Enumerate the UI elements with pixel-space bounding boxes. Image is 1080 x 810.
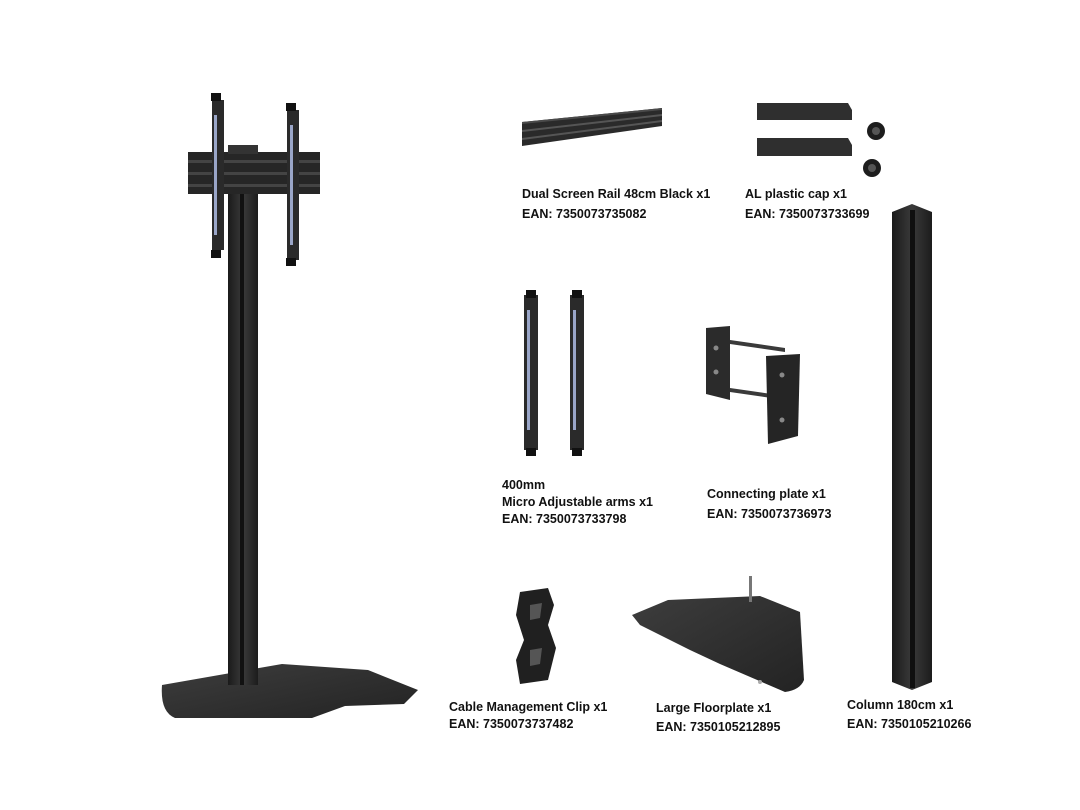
stand-floorplate [161,664,418,718]
column-ean: EAN: 7350105210266 [847,717,972,731]
plate-part [706,326,800,444]
plate-name: Connecting plate x1 [707,487,826,501]
arms-ean: EAN: 7350073733798 [502,512,627,526]
cap-label: AL plastic cap x1 EAN: 7350073733699 [745,186,869,223]
plate-ean: EAN: 7350073736973 [707,507,832,521]
column-part [892,204,932,690]
rail-label: Dual Screen Rail 48cm Black x1 EAN: 7350… [522,186,710,223]
rail-ean: EAN: 7350073735082 [522,207,647,221]
clip-name: Cable Management Clip x1 [449,700,608,714]
clip-ean: EAN: 7350073737482 [449,717,574,731]
cap-part [757,103,885,177]
plate-label: Connecting plate x1 EAN: 7350073736973 [707,486,831,523]
arms-name: Micro Adjustable arms x1 [502,495,653,509]
cap-name: AL plastic cap x1 [745,187,847,201]
rail-part [522,108,662,146]
arms-label: 400mm Micro Adjustable arms x1 EAN: 7350… [502,477,653,528]
clip-part [516,588,556,684]
column-label: Column 180cm x1 EAN: 7350105210266 [847,697,971,733]
cap-ean: EAN: 7350073733699 [745,207,870,221]
assembled-stand [161,93,418,718]
floorplate-part [632,576,804,692]
arms-size: 400mm [502,478,546,492]
floorplate-ean: EAN: 7350105212895 [656,720,781,734]
floorplate-name: Large Floorplate x1 [656,701,772,715]
rail-name: Dual Screen Rail 48cm Black x1 [522,187,711,201]
arms-part [524,290,584,456]
floorplate-label: Large Floorplate x1 EAN: 7350105212895 [656,700,780,736]
clip-label: Cable Management Clip x1 EAN: 7350073737… [449,699,607,733]
stand-arm-left [212,100,224,250]
column-name: Column 180cm x1 [847,698,954,712]
